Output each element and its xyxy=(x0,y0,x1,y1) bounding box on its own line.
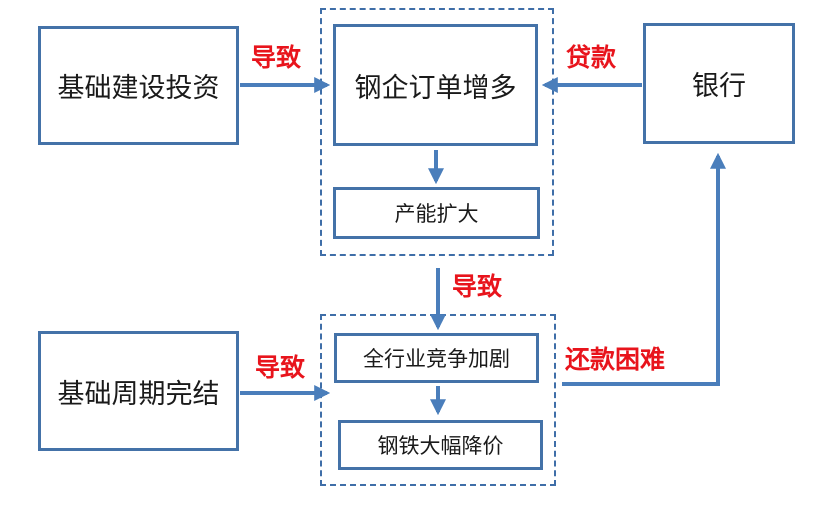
label-loan: 贷款 xyxy=(566,43,617,72)
node-infra-end: 基础周期完结 xyxy=(38,331,239,451)
node-infra-invest-text: 基础建设投资 xyxy=(57,73,220,104)
label-lead-2: 导致 xyxy=(452,272,503,301)
node-steel-orders-text: 钢企订单增多 xyxy=(354,72,517,104)
node-competition: 全行业竞争加剧 xyxy=(334,333,539,383)
node-bank-text: 银行 xyxy=(692,71,746,102)
group-upper xyxy=(320,8,554,256)
node-price-drop-text: 钢铁大幅降价 xyxy=(377,434,504,458)
arrow-repay-to-bank xyxy=(562,152,726,386)
node-infra-end-text: 基础周期完结 xyxy=(57,378,220,410)
node-steel-orders: 钢企订单增多 xyxy=(333,24,538,146)
node-competition-text: 全行业竞争加剧 xyxy=(363,347,510,371)
label-lead-3: 导致 xyxy=(255,353,306,382)
node-infra-invest: 基础建设投资 xyxy=(38,26,239,145)
label-lead-1: 导致 xyxy=(251,43,302,72)
node-bank: 银行 xyxy=(643,23,795,144)
node-capacity: 产能扩大 xyxy=(333,187,540,239)
node-capacity-text: 产能扩大 xyxy=(394,202,479,226)
node-price-drop: 钢铁大幅降价 xyxy=(338,420,543,470)
label-repay-difficulty: 还款困难 xyxy=(565,345,666,374)
